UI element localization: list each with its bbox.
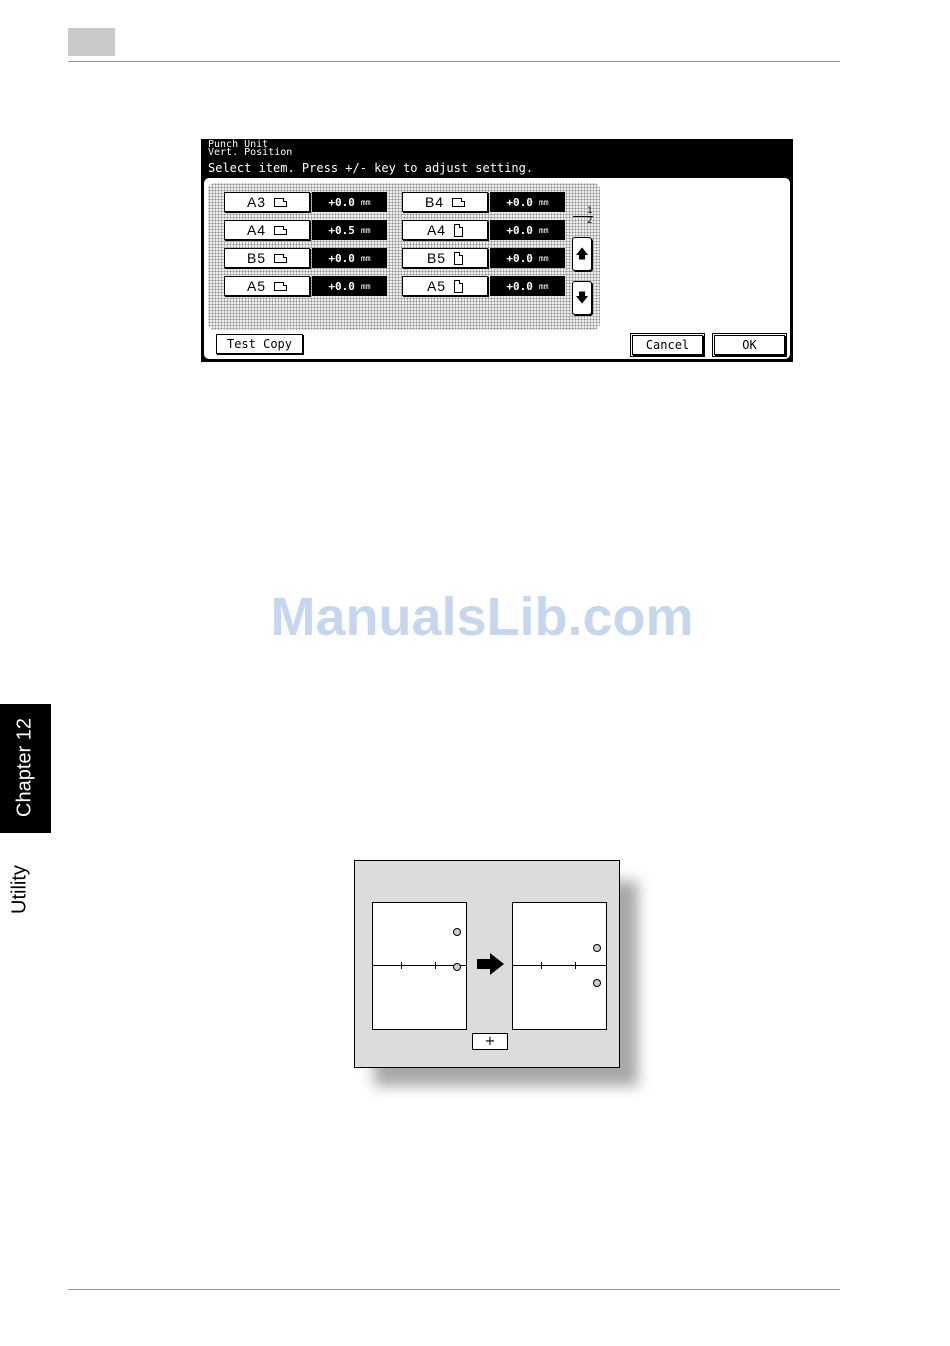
punch-hole-icon bbox=[453, 928, 461, 936]
adjustment-value-a4-portrait: +0.0 mm bbox=[490, 220, 565, 240]
value-number: +0.0 bbox=[506, 252, 533, 265]
value-unit: mm bbox=[539, 282, 549, 291]
punch-unit-vert-position-screen: Punch Unit Vert. Position Select item. P… bbox=[201, 139, 793, 362]
paper-size-label: A4 bbox=[247, 222, 266, 238]
paper-size-button-a5-landscape[interactable]: A5 bbox=[224, 276, 310, 296]
settings-area: A3 +0.0 mm A4 +0.5 mm B5 +0.0 mm A5 +0.0 mm bbox=[204, 178, 790, 359]
adjustment-value-a5: +0.0 mm bbox=[312, 276, 387, 296]
page-number-tab bbox=[68, 28, 115, 56]
paper-size-button-b4-landscape[interactable]: B4 bbox=[402, 192, 488, 212]
screen-title-line2: Vert. Position bbox=[208, 148, 292, 158]
adjustment-value-a5-portrait: +0.0 mm bbox=[490, 276, 565, 296]
center-line-dash bbox=[435, 962, 436, 969]
value-number: +0.0 bbox=[328, 252, 355, 265]
paper-size-button-a3-landscape[interactable]: A3 bbox=[224, 192, 310, 212]
paper-size-button-a5-portrait[interactable]: A5 bbox=[402, 276, 488, 296]
landscape-paper-icon bbox=[274, 198, 287, 207]
value-number: +0.0 bbox=[328, 280, 355, 293]
page-current: 1 bbox=[587, 207, 592, 216]
value-unit: mm bbox=[539, 226, 549, 235]
header-rule bbox=[68, 61, 840, 62]
punch-position-illustration: + bbox=[354, 860, 620, 1068]
watermark: ManualsLib.com bbox=[0, 586, 950, 648]
paper-size-label: A3 bbox=[247, 194, 266, 210]
punch-hole-icon bbox=[593, 979, 601, 987]
center-line-dash bbox=[401, 962, 402, 969]
landscape-paper-icon bbox=[274, 226, 287, 235]
paper-size-label: B5 bbox=[247, 250, 266, 266]
instruction-message: Select item. Press +/- key to adjust set… bbox=[208, 161, 533, 175]
plus-key: + bbox=[472, 1033, 508, 1050]
value-number: +0.5 bbox=[328, 224, 355, 237]
paper-size-button-b5-portrait[interactable]: B5 bbox=[402, 248, 488, 268]
value-number: +0.0 bbox=[506, 196, 533, 209]
paper-size-button-a4-portrait[interactable]: A4 bbox=[402, 220, 488, 240]
scroll-up-button[interactable]: 🡅 bbox=[572, 237, 592, 271]
portrait-paper-icon bbox=[454, 280, 463, 293]
portrait-paper-icon bbox=[454, 252, 463, 265]
portrait-paper-icon bbox=[454, 224, 463, 237]
value-unit: mm bbox=[361, 198, 371, 207]
value-unit: mm bbox=[361, 282, 371, 291]
value-number: +0.0 bbox=[506, 280, 533, 293]
adjustment-value-b5-portrait: +0.0 mm bbox=[490, 248, 565, 268]
ok-button[interactable]: OK bbox=[714, 335, 785, 355]
paper-size-label: A5 bbox=[427, 278, 446, 294]
adjustment-value-b5: +0.0 mm bbox=[312, 248, 387, 268]
paper-size-label: B4 bbox=[425, 194, 444, 210]
test-copy-button[interactable]: Test Copy bbox=[216, 334, 303, 354]
value-unit: mm bbox=[361, 254, 371, 263]
center-line-dash bbox=[575, 962, 576, 969]
value-unit: mm bbox=[539, 198, 549, 207]
arrow-up-icon: 🡅 bbox=[575, 248, 588, 261]
landscape-paper-icon bbox=[452, 198, 465, 207]
section-label: Utility bbox=[9, 840, 32, 940]
right-arrow-icon bbox=[477, 953, 505, 975]
landscape-paper-icon bbox=[274, 254, 287, 263]
center-line-dash bbox=[541, 962, 542, 969]
scroll-down-button[interactable]: 🡇 bbox=[572, 281, 592, 315]
adjustment-value-a4: +0.5 mm bbox=[312, 220, 387, 240]
paper-before bbox=[372, 902, 467, 1030]
punch-hole-icon bbox=[453, 963, 461, 971]
chapter-label: Chapter 12 bbox=[14, 703, 37, 833]
paper-size-label: A5 bbox=[247, 278, 266, 294]
cancel-button[interactable]: Cancel bbox=[632, 335, 703, 355]
value-number: +0.0 bbox=[506, 224, 533, 237]
page-total: 2 bbox=[587, 217, 592, 226]
value-unit: mm bbox=[361, 226, 371, 235]
center-line bbox=[513, 965, 606, 966]
landscape-paper-icon bbox=[274, 282, 287, 291]
punch-hole-icon bbox=[593, 944, 601, 952]
paper-size-button-a4-landscape[interactable]: A4 bbox=[224, 220, 310, 240]
arrow-down-icon: 🡇 bbox=[575, 292, 588, 305]
paper-after bbox=[512, 902, 607, 1030]
adjustment-value-b4: +0.0 mm bbox=[490, 192, 565, 212]
paper-size-label: A4 bbox=[427, 222, 446, 238]
adjustment-value-a3: +0.0 mm bbox=[312, 192, 387, 212]
value-unit: mm bbox=[539, 254, 549, 263]
paper-size-label: B5 bbox=[427, 250, 446, 266]
value-number: +0.0 bbox=[328, 196, 355, 209]
paper-size-button-b5-landscape[interactable]: B5 bbox=[224, 248, 310, 268]
footer-rule bbox=[68, 1289, 840, 1290]
